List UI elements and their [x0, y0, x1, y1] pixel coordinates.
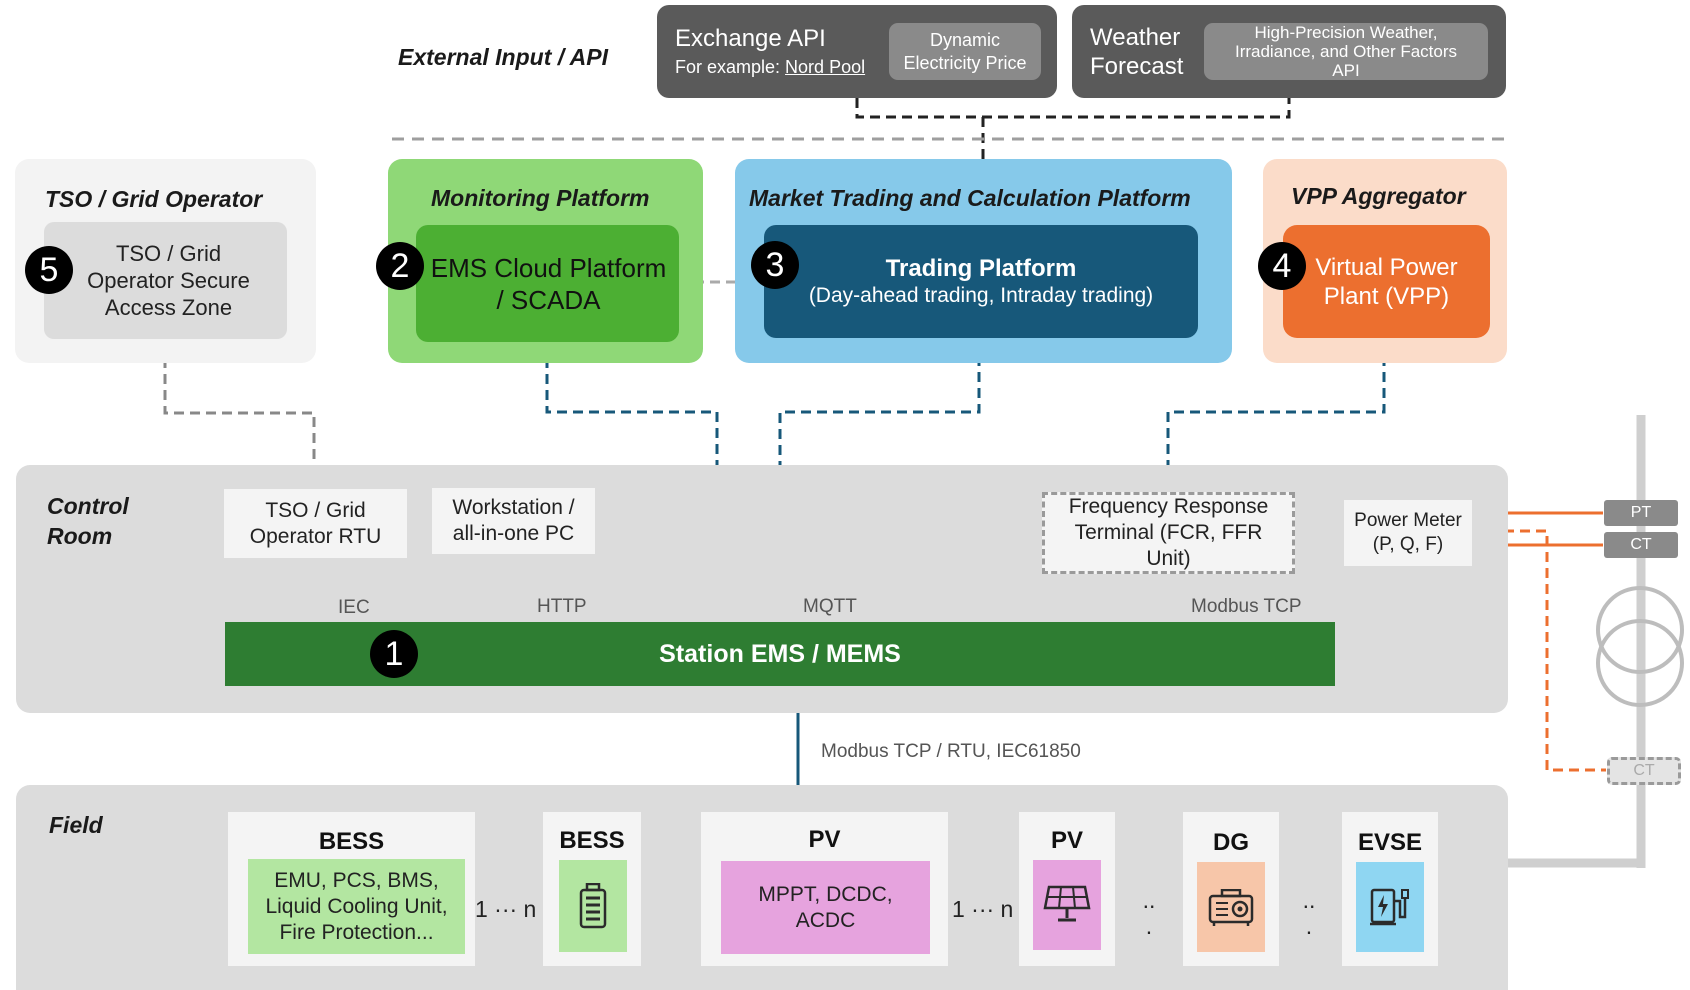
ev-charger-icon	[1370, 888, 1409, 926]
field-ellipsis-2-top: ..	[1302, 887, 1316, 913]
protocol-http: HTTP	[537, 596, 587, 617]
field-link-protocol: Modbus TCP / RTU, IEC61850	[821, 741, 1081, 762]
badge-1: 1	[370, 630, 418, 678]
exchange-api-box: Exchange API For example: Nord Pool Dyna…	[657, 5, 1057, 98]
field-ellipsis-2: .. .	[1299, 887, 1319, 939]
field-title: Field	[49, 812, 103, 838]
badge-5: 5	[25, 246, 73, 294]
tso-secure-access-zone: TSO / Grid Operator Secure Access Zone	[44, 222, 287, 339]
trading-platform-subtitle: (Day-ahead trading, Intraday trading)	[808, 284, 1154, 307]
vpp-panel-title: VPP Aggregator	[1291, 183, 1466, 209]
ct-label: CT	[1604, 532, 1678, 558]
trading-platform-box: Trading Platform (Day-ahead trading, Int…	[764, 225, 1198, 338]
tso-panel-title: TSO / Grid Operator	[45, 186, 263, 212]
bess-range: 1 ··· n	[475, 896, 537, 922]
evse-title: EVSE	[1357, 829, 1423, 856]
pv-icon-box	[1033, 860, 1101, 950]
market-panel-title: Market Trading and Calculation Platform	[749, 185, 1191, 211]
evse-icon-box	[1356, 862, 1424, 952]
weather-api-box: High-Precision Weather, Irradiance, and …	[1204, 23, 1488, 80]
trading-platform-title: Trading Platform	[885, 255, 1077, 282]
weather-forecast-box: Weather Forecast High-Precision Weather,…	[1072, 5, 1506, 98]
generator-icon	[1208, 889, 1254, 926]
exchange-api-example-prefix: For example:	[675, 57, 786, 77]
exchange-api-title: Exchange API	[675, 25, 826, 52]
nord-pool-link[interactable]: Nord Pool	[785, 57, 866, 77]
badge-2: 2	[376, 242, 424, 290]
field-ellipsis-2-bottom: .	[1305, 913, 1313, 939]
ems-cloud-platform-box: EMS Cloud Platform / SCADA	[416, 225, 679, 342]
protocol-mqtt: MQTT	[803, 596, 857, 617]
dynamic-price-box: Dynamic Electricity Price	[889, 23, 1041, 80]
pv-detail-components: MPPT, DCDC, ACDC	[721, 861, 930, 954]
frequency-response-terminal: Frequency Response Terminal (FCR, FFR Un…	[1042, 492, 1295, 574]
workstation-box: Workstation / all-in-one PC	[432, 488, 595, 554]
badge-3: 3	[751, 241, 799, 289]
pv-tile: PV	[1019, 812, 1115, 966]
pv-detail-title: PV	[808, 826, 841, 853]
bess-icon-box	[559, 860, 627, 952]
protocol-modbus-tcp: Modbus TCP	[1191, 596, 1302, 617]
pv-detail-tile: PV MPPT, DCDC, ACDC	[701, 812, 948, 966]
evse-tile: EVSE	[1342, 812, 1438, 966]
market-trading-panel: Market Trading and Calculation Platform …	[735, 159, 1232, 363]
tso-rtu-box: TSO / Grid Operator RTU	[224, 489, 407, 558]
dg-tile: DG	[1183, 812, 1279, 966]
badge-4: 4	[1258, 242, 1306, 290]
power-meter-box: Power Meter (P, Q, F)	[1344, 500, 1472, 566]
bess-tile: BESS	[543, 812, 641, 966]
weather-forecast-title: Weather Forecast	[1090, 24, 1184, 80]
ct-lower-label: CT	[1607, 757, 1681, 785]
tso-grid-operator-panel: TSO / Grid Operator TSO / Grid Operator …	[15, 159, 316, 363]
exchange-api-example: For example: Nord Pool	[675, 57, 865, 78]
field-ellipsis-1-top: ..	[1142, 887, 1156, 913]
solar-panel-icon	[1043, 885, 1091, 922]
bess-detail-tile: BESS EMU, PCS, BMS, Liquid Cooling Unit,…	[228, 812, 475, 966]
dg-icon-box	[1197, 862, 1265, 952]
battery-icon	[579, 883, 607, 929]
field-ellipsis-1-bottom: .	[1145, 913, 1153, 939]
monitoring-platform-panel: Monitoring Platform EMS Cloud Platform /…	[388, 159, 703, 363]
field-ellipsis-1: .. .	[1139, 887, 1159, 939]
external-input-label: External Input / API	[398, 44, 609, 70]
dg-title: DG	[1213, 829, 1249, 856]
pv-title: PV	[1050, 827, 1083, 854]
pv-range: 1 ··· n	[952, 896, 1014, 922]
pt-label: PT	[1604, 500, 1678, 526]
monitoring-panel-title: Monitoring Platform	[431, 185, 650, 211]
bess-title: BESS	[559, 827, 625, 854]
bess-detail-components: EMU, PCS, BMS, Liquid Cooling Unit, Fire…	[248, 859, 465, 954]
virtual-power-plant-box: Virtual Power Plant (VPP)	[1283, 225, 1490, 338]
bess-detail-title: BESS	[318, 828, 385, 855]
control-room-title: Control Room	[47, 493, 129, 549]
